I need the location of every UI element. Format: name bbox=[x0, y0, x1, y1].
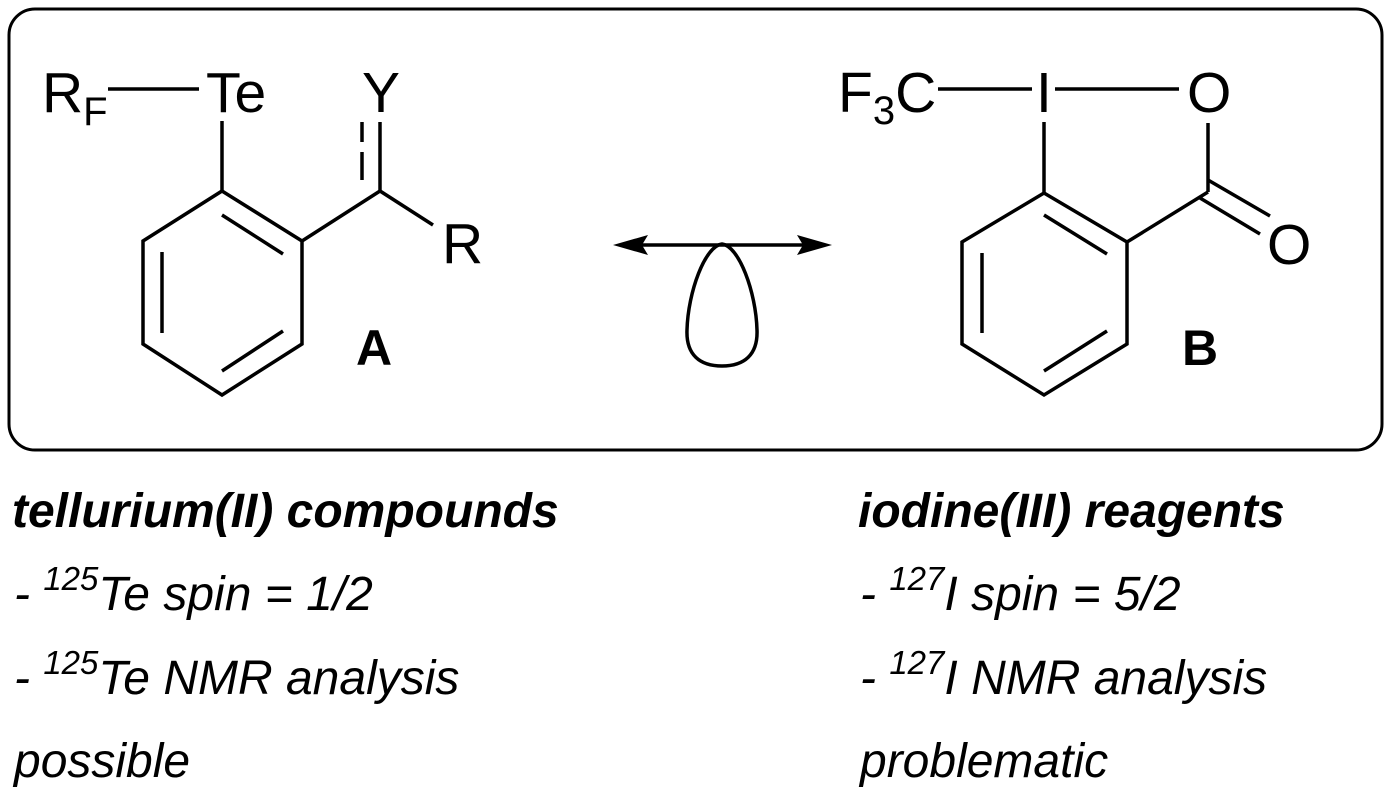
right-arrowhead bbox=[797, 235, 832, 255]
ring-oxygen-label: O bbox=[1187, 61, 1231, 125]
note-line: - 125Te spin = 1/2 bbox=[14, 560, 373, 621]
lone-pair-orbital-icon bbox=[685, 242, 759, 368]
note-line: possible bbox=[12, 735, 190, 788]
frame-box bbox=[7, 7, 1384, 452]
note-line: - 127I NMR analysis bbox=[860, 644, 1267, 705]
benzene-ring-a bbox=[141, 188, 304, 398]
tellurium-notes: tellurium(II) compounds - 125Te spin = 1… bbox=[12, 485, 559, 788]
c-o-double-bond bbox=[1199, 196, 1261, 236]
r-group-label: R bbox=[442, 212, 483, 276]
tellurium-heading: tellurium(II) compounds bbox=[12, 485, 559, 538]
compound-b-label: B bbox=[1182, 320, 1218, 376]
molecule-a: RF Te Y R A bbox=[42, 61, 483, 398]
compound-a-label: A bbox=[356, 320, 392, 376]
c-o-double-bond bbox=[1207, 178, 1271, 218]
note-line: - 127I spin = 5/2 bbox=[860, 560, 1181, 621]
ring-carbonyl-bond bbox=[301, 189, 381, 243]
i-atom-label: I bbox=[1036, 61, 1052, 125]
ring-carbonyl-bond-b bbox=[1126, 190, 1209, 244]
cf3-label: F3C bbox=[838, 61, 936, 133]
benzene-ring-b bbox=[960, 190, 1129, 398]
molecule-b: F3C I O O B bbox=[838, 61, 1311, 398]
carbonyl-oxygen-label: O bbox=[1267, 213, 1311, 277]
rf-label: RF bbox=[42, 61, 108, 134]
left-arrowhead bbox=[613, 235, 648, 255]
te-atom-label: Te bbox=[206, 61, 266, 125]
note-line: - 125Te NMR analysis bbox=[14, 644, 459, 705]
iodine-heading: iodine(III) reagents bbox=[858, 485, 1285, 538]
iodine-notes: iodine(III) reagents - 127I spin = 5/2 -… bbox=[858, 485, 1285, 788]
note-line: problematic bbox=[858, 735, 1108, 788]
carbonyl-r-bond bbox=[379, 189, 434, 227]
y-atom-label: Y bbox=[362, 61, 400, 125]
